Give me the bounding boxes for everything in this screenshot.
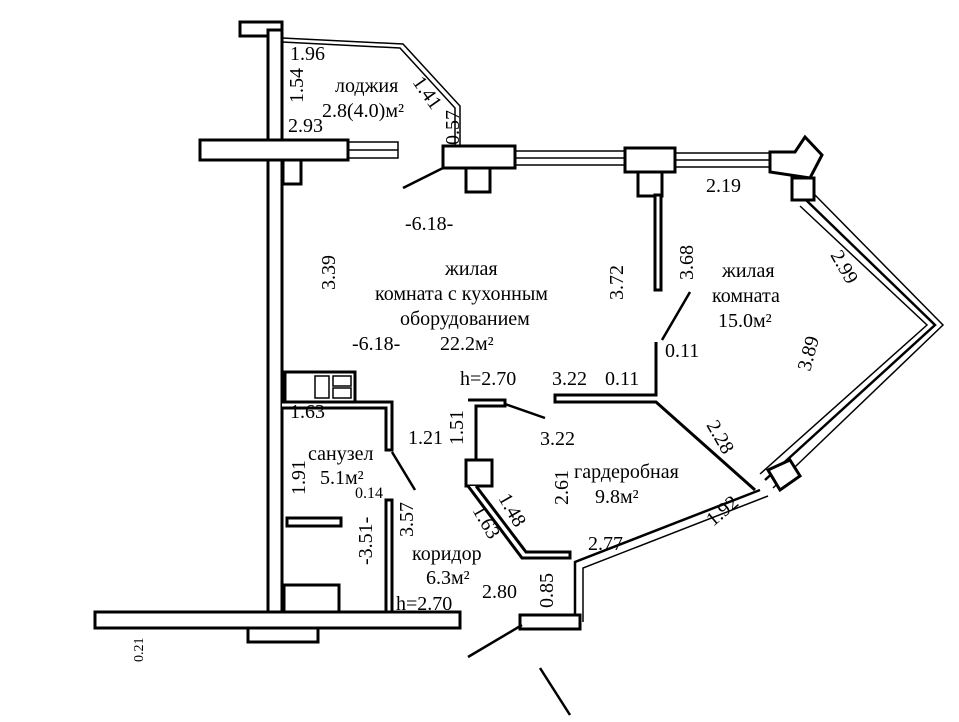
dim: -3.51- [355,517,377,565]
living-line1: жилая [721,260,775,282]
dim: 1.63 [290,401,325,423]
column-3 [790,176,816,202]
dim: 3.89 [794,334,824,374]
dim: 2.80 [482,581,517,603]
dim: 1.54 [286,68,308,103]
dim: 3.68 [676,245,698,280]
loggia-rail-outer [281,37,461,148]
wall-stub [281,158,303,186]
walls [93,20,945,716]
corridor-area: 6.3м² [426,567,470,589]
dim: 1.21 [408,427,443,449]
dim: 2.77 [588,533,623,555]
loggia-area: 2.8(4.0)м² [322,100,404,122]
partition-living [653,193,663,292]
door-swing-outer [538,667,572,716]
wardrobe-area: 9.8м² [595,486,639,508]
kitchen-unit [283,370,357,404]
dim: 3.22 [552,368,587,390]
dim: 1.91 [288,460,310,495]
dim: 1.41 [408,72,446,113]
dim: 1.51 [446,410,468,445]
bath-tub [282,583,341,614]
wall-bottom-block [246,626,320,644]
column-4 [765,458,803,493]
dim: h=2.70 [396,593,452,615]
dim: 2.19 [706,175,741,197]
column-1 [464,166,492,194]
door-swing-wardrobe [504,402,546,420]
door-swing-loggia [402,166,444,190]
wall-corridor-bath [384,498,394,614]
bathroom-fixture [285,516,343,528]
dim: 0.14 [355,485,383,502]
wall-bottom-right [573,488,761,615]
living-kitchen-line1: жилая [444,258,498,280]
bathroom-name: санузел [308,443,373,465]
dim: 1.92 [702,491,743,530]
dimension-labels: 1.96 1.54 1.41 0.57 2.93 -6.18- -6.18- 3… [132,43,862,662]
living-area: 15.0м² [718,310,772,332]
living-line2: комната [712,285,780,307]
dim: 0.57 [442,110,464,145]
dim: h=2.70 [460,368,516,390]
column-5 [464,458,494,488]
room-labels: лоджия 2.8(4.0)м² жилая комната с кухонн… [308,75,780,589]
dim: 2.93 [288,115,323,137]
dim: 3.72 [606,265,628,300]
dim: -6.18- [405,213,453,235]
wall-balcony-slab [198,138,350,162]
wall-entrance [518,613,582,631]
living-kitchen-area: 22.2м² [440,333,494,355]
wardrobe-name: гардеробная [574,461,679,483]
bathroom-area: 5.1м² [320,467,364,489]
door-swing-living [660,291,692,341]
wall-wardrobe-diag [466,485,572,560]
dim: 3.39 [318,255,340,290]
living-kitchen-line3: оборудованием [400,308,530,330]
dim: 0.11 [665,340,699,362]
dim: 3.57 [396,502,418,537]
dim: 3.22 [540,428,575,450]
dim: -6.18- [352,333,400,355]
dim: 0.21 [132,638,147,663]
loggia-rail-inner [281,41,456,148]
wall-bathroom-top [282,400,394,452]
wall-block-2 [623,146,677,174]
column-2 [636,170,664,198]
wall-right-outer [764,199,937,481]
wall-wardrobe-top [553,342,756,492]
loggia-name: лоджия [335,75,398,97]
dim: 0.85 [536,573,558,608]
dim: 2.61 [551,470,573,505]
corridor-name: коридор [412,543,482,565]
living-kitchen-line2: комната с кухонным [375,283,548,305]
wall-corner [768,134,824,180]
dim: 2.99 [826,247,863,288]
dim: 0.11 [605,368,639,390]
wall-block-1 [441,144,517,170]
wall-left-outer [266,28,284,627]
dim: 1.96 [290,43,325,65]
wall-wardrobe-left [468,398,507,464]
door-swing-entrance [467,623,523,659]
door-swing-bathroom [390,451,417,491]
